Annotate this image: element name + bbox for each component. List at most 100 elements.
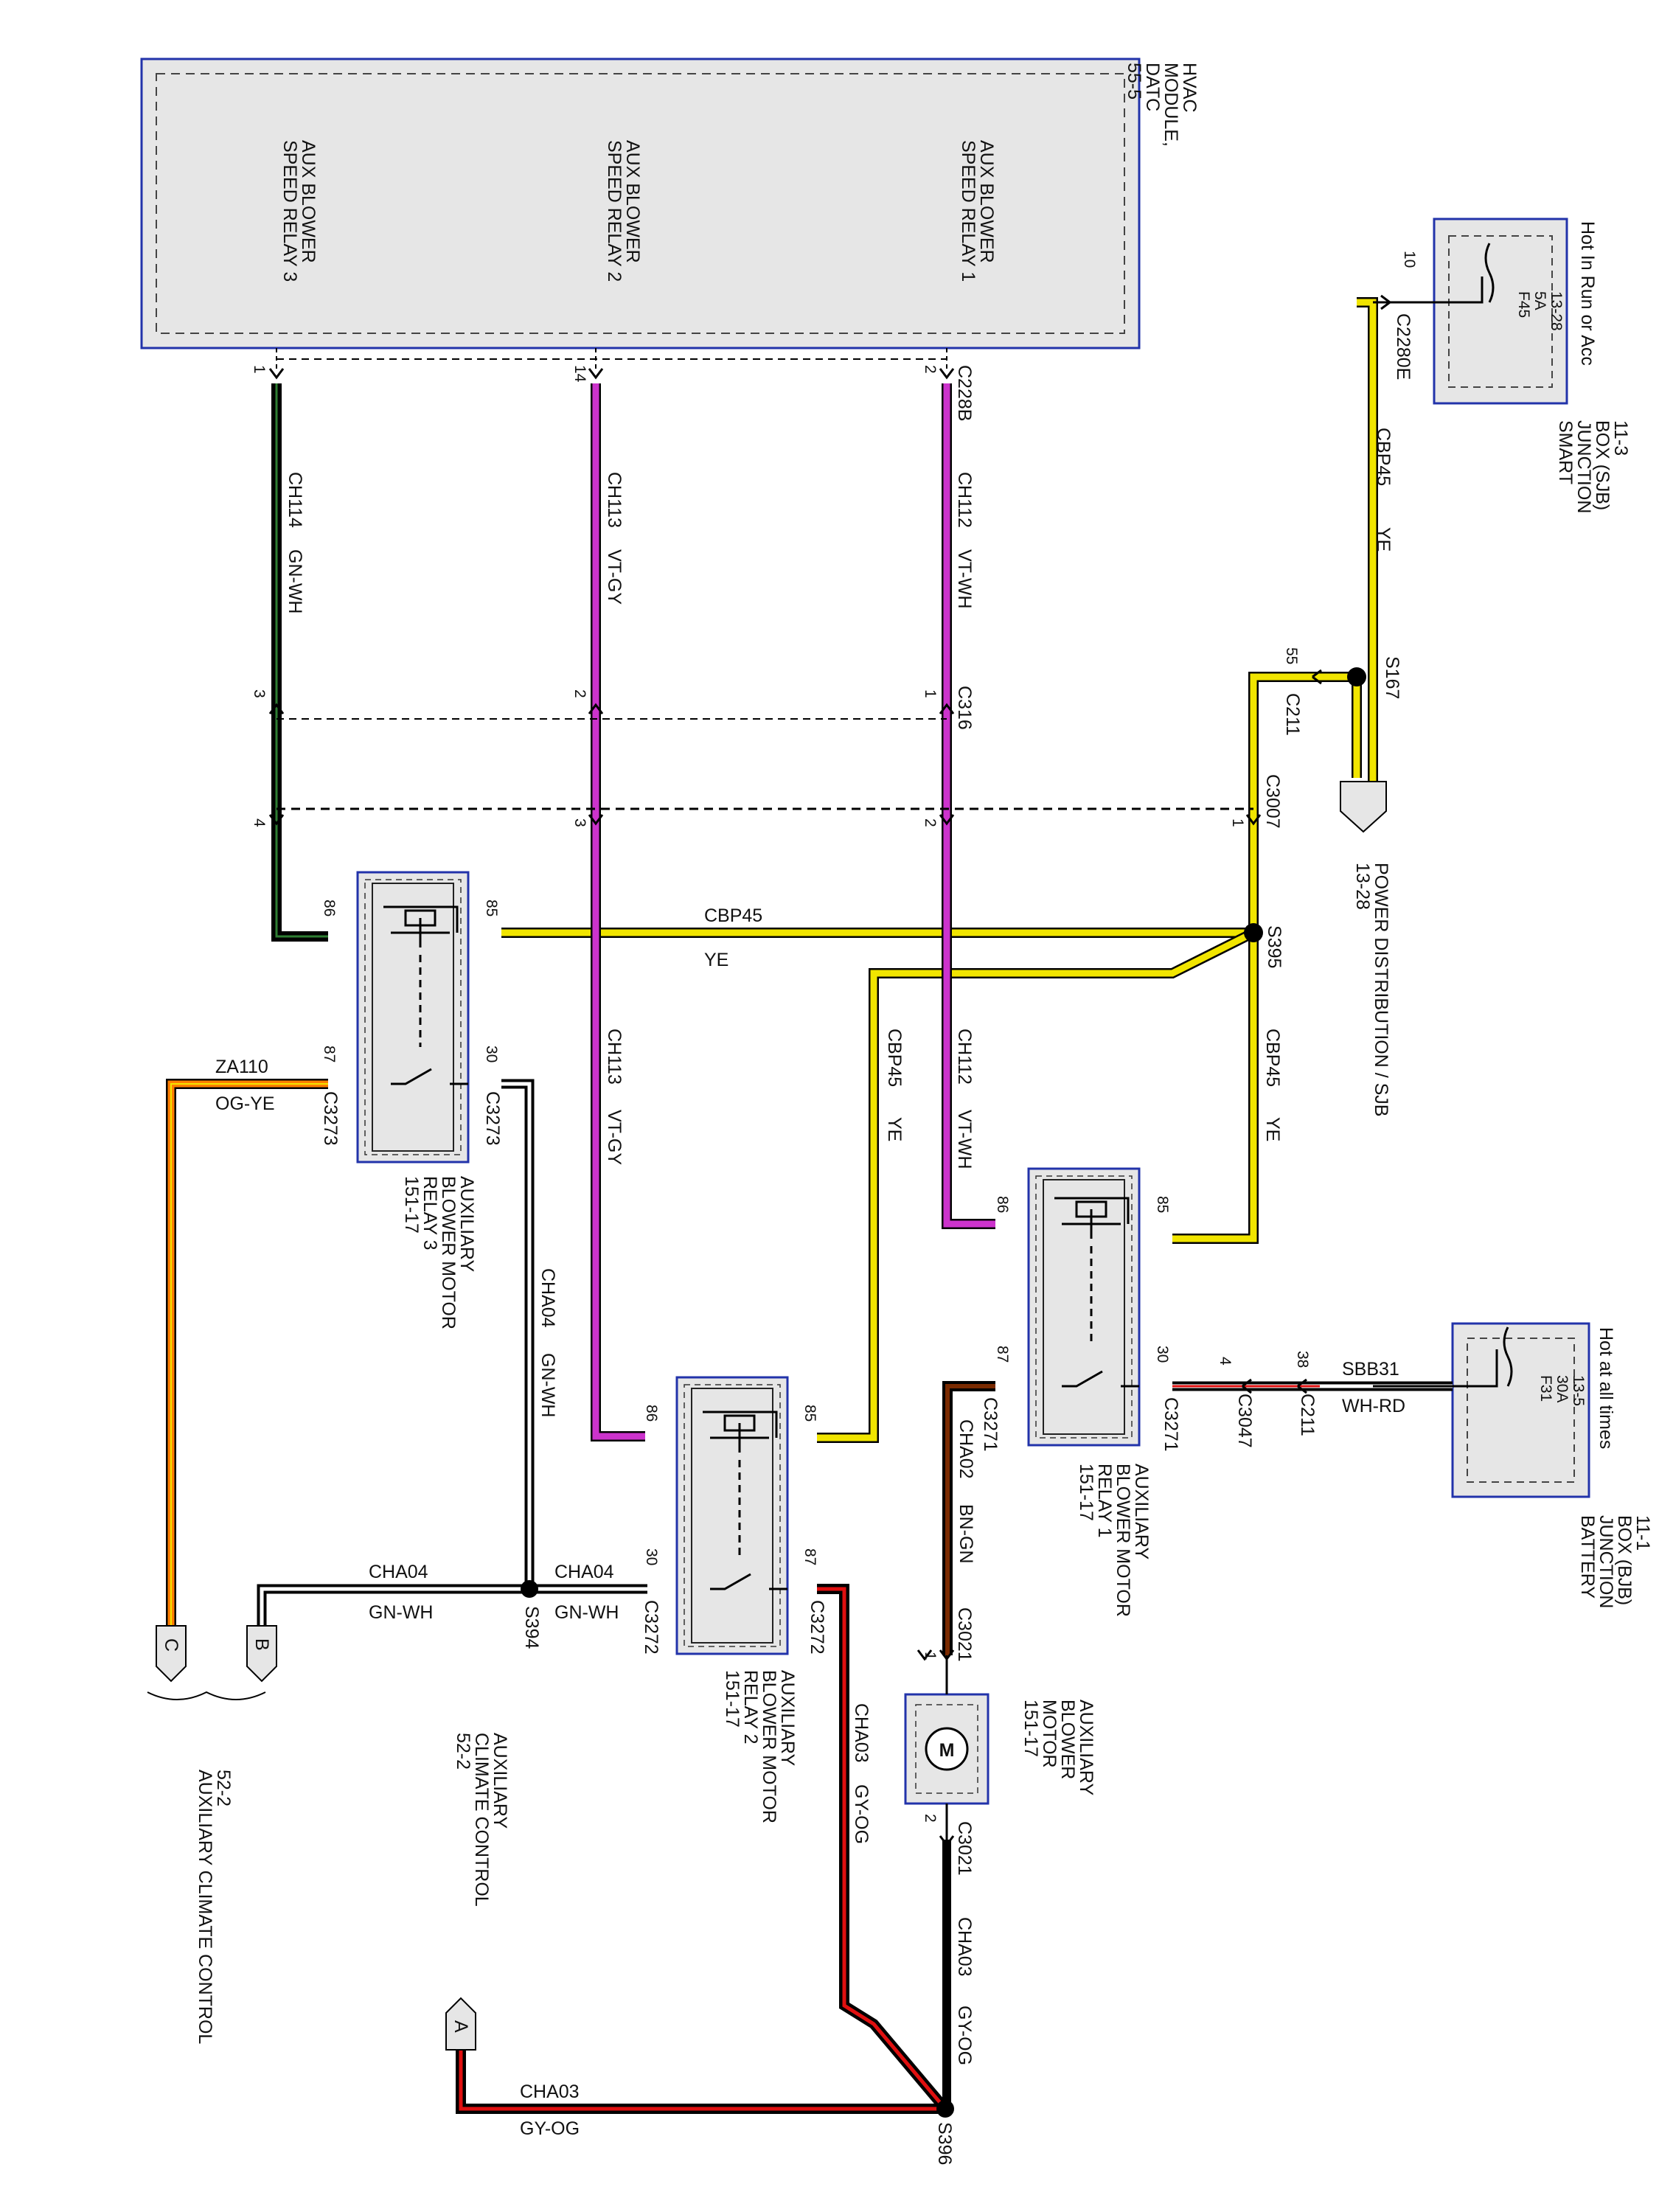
terminal-b xyxy=(246,1625,277,1683)
svg-text:13-5: 13-5 xyxy=(1570,1375,1587,1406)
vt-wh-lower-label: VT-WH xyxy=(954,1110,975,1169)
c3271-label-a: C3271 xyxy=(980,1397,1001,1452)
bjb-fuse-box xyxy=(1451,1322,1590,1498)
svg-text:55-5: 55-5 xyxy=(1124,63,1144,100)
cha04-horiz-label-a: CHA04 xyxy=(369,1562,428,1582)
wire-za110 xyxy=(166,1079,328,1626)
gy-og-vert-label-a: GY-OG xyxy=(851,1784,872,1844)
svg-text:11-1: 11-1 xyxy=(1632,1515,1653,1551)
c3047-label: C3047 xyxy=(1234,1394,1255,1448)
svg-text:M: M xyxy=(939,1740,955,1761)
c211-label-b: C211 xyxy=(1297,1394,1318,1436)
svg-text:SPEED RELAY 2: SPEED RELAY 2 xyxy=(604,140,625,282)
svg-text:BLOWER: BLOWER xyxy=(1057,1700,1078,1779)
motor-pin-1: 1 xyxy=(922,1652,939,1660)
hot-all-label: Hot at all times xyxy=(1596,1327,1616,1449)
pin-55: 55 xyxy=(1283,647,1300,664)
svg-text:151-17: 151-17 xyxy=(722,1670,742,1728)
pin-3-c3007: 3 xyxy=(571,818,588,827)
c3021-label-a: C3021 xyxy=(954,1607,975,1662)
hvac-module xyxy=(140,58,1141,349)
relay-3-box xyxy=(356,871,470,1164)
svg-text:5A: 5A xyxy=(1531,291,1548,310)
c3271-label-b: C3271 xyxy=(1161,1397,1181,1452)
svg-text:30A: 30A xyxy=(1554,1375,1571,1402)
fuse-f31-label: F31 30A 13-5 xyxy=(1537,1375,1587,1406)
svg-text:BLOWER MOTOR: BLOWER MOTOR xyxy=(759,1670,779,1823)
pdist-arrow xyxy=(1340,781,1387,833)
cbp45-top-label: CBP45 xyxy=(1373,428,1394,486)
motor-pin-2: 2 xyxy=(922,1814,939,1823)
svg-text:MODULE,: MODULE, xyxy=(1161,63,1181,147)
pin-2-c316: 2 xyxy=(571,689,588,698)
svg-text:BLOWER MOTOR: BLOWER MOTOR xyxy=(438,1176,459,1329)
gn-wh-vert-label: GN-WH xyxy=(538,1353,558,1417)
hot-run-label: Hot In Run or Acc xyxy=(1577,221,1598,366)
svg-text:AUXILIARY: AUXILIARY xyxy=(1131,1464,1152,1559)
ye-right-label: YE xyxy=(1262,1117,1283,1141)
svg-text:151-17: 151-17 xyxy=(401,1176,422,1234)
svg-text:JUNCTION: JUNCTION xyxy=(1573,420,1594,513)
sjb-fuse-box xyxy=(1433,218,1568,405)
svg-text:AUX BLOWER: AUX BLOWER xyxy=(622,140,643,263)
ch113-label: CH113 xyxy=(604,472,625,528)
gy-og-horiz-label: GY-OG xyxy=(520,2118,580,2139)
svg-text:RELAY 3: RELAY 3 xyxy=(420,1176,440,1251)
pin-3-c316: 3 xyxy=(251,689,268,698)
acc-bc-label: 52-2 AUXILIARY CLIMATE CONTROL xyxy=(195,1770,234,2044)
bjb-label: BATTERY JUNCTION BOX (BJB) 11-1 xyxy=(1577,1515,1653,1608)
svg-text:SPEED RELAY 3: SPEED RELAY 3 xyxy=(279,140,300,282)
svg-text:AUXILIARY: AUXILIARY xyxy=(490,1733,510,1829)
relay1-pin-87: 87 xyxy=(994,1346,1011,1363)
c3273-label-b: C3273 xyxy=(482,1091,503,1146)
relay1-pin-30: 30 xyxy=(1154,1346,1171,1363)
ch114-label: CH114 xyxy=(285,472,305,528)
relay1-pin-86: 86 xyxy=(994,1196,1011,1213)
splice-s167 xyxy=(1347,667,1366,686)
c3007-label: C3007 xyxy=(1262,774,1283,829)
cbp45-mid-label: CBP45 xyxy=(884,1029,905,1087)
svg-text:MOTOR: MOTOR xyxy=(1039,1700,1060,1768)
s167-label: S167 xyxy=(1382,656,1402,699)
relay3-pin-85: 85 xyxy=(483,900,500,917)
relay2-pin-30: 30 xyxy=(643,1548,660,1565)
s395-label: S395 xyxy=(1264,925,1284,968)
motor-symbol: M xyxy=(925,1727,969,1771)
pin-1-c3007: 1 xyxy=(1229,818,1246,827)
gn-wh-horiz-label-a: GN-WH xyxy=(369,1602,433,1623)
cha03-vert-label-a: CHA03 xyxy=(851,1703,872,1763)
svg-text:JUNCTION: JUNCTION xyxy=(1596,1515,1616,1608)
pin-38: 38 xyxy=(1294,1351,1311,1368)
vt-gy-lower-label: VT-GY xyxy=(604,1110,625,1165)
c211-label-a: C211 xyxy=(1282,693,1303,736)
pin-1-hvac: 1 xyxy=(251,365,268,374)
relay2-pin-85: 85 xyxy=(801,1405,818,1422)
splice-s396 xyxy=(936,2100,954,2118)
c3273-label-a: C3273 xyxy=(320,1091,341,1146)
svg-text:BOX (BJB): BOX (BJB) xyxy=(1614,1515,1635,1605)
ye-mid-label: YE xyxy=(884,1117,905,1141)
pin-2-hvac: 2 xyxy=(922,365,939,374)
ye-top-label: YE xyxy=(1373,527,1394,552)
ye-horiz-label: YE xyxy=(704,950,728,970)
svg-text:AUXILIARY: AUXILIARY xyxy=(1076,1700,1096,1795)
motor-label: AUXILIARY BLOWER MOTOR 151-17 xyxy=(1020,1700,1096,1795)
terminal-a xyxy=(445,1997,476,2051)
svg-text:CLIMATE CONTROL: CLIMATE CONTROL xyxy=(471,1733,492,1907)
za110-label: ZA110 xyxy=(215,1057,268,1077)
c3272-label-a: C3272 xyxy=(641,1600,661,1655)
wire-cha04 xyxy=(257,1079,647,1626)
wire-ch113 xyxy=(591,383,645,1441)
svg-text:13-28: 13-28 xyxy=(1548,291,1565,331)
aux-speed-relay-2-label: AUX BLOWER SPEED RELAY 2 xyxy=(604,140,643,282)
svg-text:AUXILIARY CLIMATE CONTROL: AUXILIARY CLIMATE CONTROL xyxy=(195,1770,215,2044)
svg-text:BOX (SJB): BOX (SJB) xyxy=(1592,420,1613,510)
vt-gy-label: VT-GY xyxy=(604,549,625,605)
svg-text:SPEED RELAY 1: SPEED RELAY 1 xyxy=(958,140,978,282)
vt-wh-label: VT-WH xyxy=(954,549,975,609)
cha04-horiz-label-b: CHA04 xyxy=(554,1562,614,1582)
relay1-pin-85: 85 xyxy=(1154,1196,1171,1213)
terminal-b-label: B xyxy=(251,1638,272,1651)
splice-s395 xyxy=(1244,923,1263,942)
